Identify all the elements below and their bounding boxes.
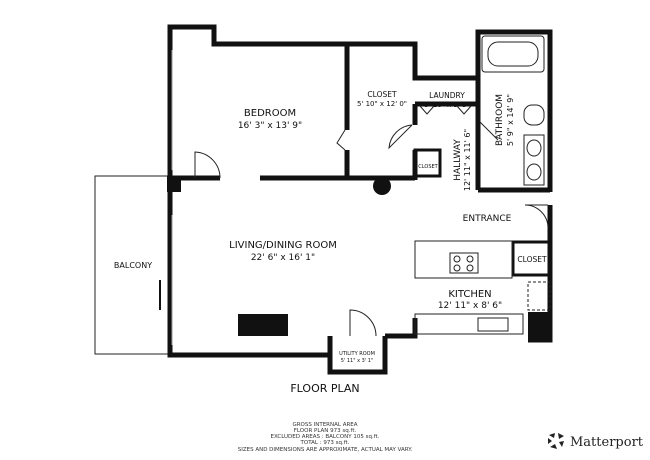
walls — [167, 24, 553, 375]
utility-door[interactable] — [349, 309, 377, 337]
closet-dims: 5' 10" x 12' 0" — [357, 100, 407, 108]
matterport-logo-icon — [548, 433, 564, 449]
kitchen-label: KITCHEN — [448, 289, 491, 300]
footer-line-4: TOTAL : 973 sq.ft. — [300, 440, 350, 446]
closet-door[interactable] — [388, 124, 413, 150]
footer-line-3: EXCLUDED AREAS : BALCONY 105 sq.ft. — [271, 434, 380, 440]
kitchen-counter — [414, 313, 524, 335]
balcony-label: BALCONY — [114, 261, 152, 270]
entrance-door[interactable] — [524, 204, 549, 229]
bathroom-dims: 5' 9" x 14' 9" — [506, 94, 515, 146]
vanity — [523, 134, 545, 186]
doors[interactable] — [194, 105, 549, 337]
entrance-label: ENTRANCE — [463, 214, 512, 224]
hallway-label: HALLWAY — [453, 139, 463, 181]
living-dims: 22' 6" x 16' 1" — [251, 253, 315, 263]
laundry-label: LAUNDRY — [429, 91, 465, 100]
hallway-dims: 12' 11" x 11' 6" — [463, 129, 472, 191]
bedroom-label: BEDROOM — [244, 108, 296, 119]
plan-title: FLOOR PLAN — [290, 382, 359, 395]
bedroom-dims: 16' 3" x 13' 9" — [238, 121, 302, 131]
living-label: LIVING/DINING ROOM — [229, 240, 337, 251]
footer-line-2: FLOOR PLAN 973 sq.ft. — [294, 428, 357, 434]
bathtub — [481, 35, 545, 73]
footer-line-5: SIZES AND DIMENSIONS ARE APPROXIMATE, AC… — [238, 447, 413, 453]
closet-label: CLOSET — [367, 90, 397, 99]
bedroom-door[interactable] — [194, 151, 221, 179]
entry-closet-label: CLOSET — [517, 255, 547, 264]
fridge-space — [527, 281, 551, 311]
small-closet-label: CLOSET — [418, 164, 438, 170]
footer-line-1: GROSS INTERNAL AREA — [292, 422, 357, 428]
sink-icon — [477, 317, 509, 332]
laundry-dims: 5' 10" x 3' 3" — [424, 101, 470, 109]
utility-dims: 5' 11" x 3' 1" — [341, 358, 374, 364]
brand-name: Matterport — [570, 435, 644, 450]
bathroom-label: BATHROOM — [495, 94, 505, 146]
fixtures — [171, 35, 551, 345]
kitchen-island — [414, 240, 513, 279]
kitchen-dims: 12' 11" x 8' 6" — [438, 301, 502, 311]
utility-label: UTILITY ROOM — [339, 351, 375, 357]
cooktop-icon — [449, 252, 479, 274]
toilet — [523, 104, 545, 126]
